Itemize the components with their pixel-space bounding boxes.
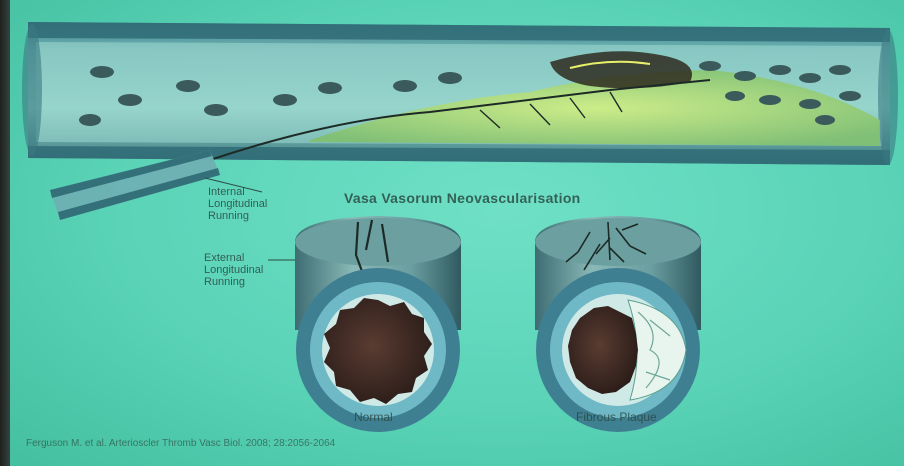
slide-panel: Vasa Vasorum Neovascularisation Internal… bbox=[10, 0, 904, 466]
diagram-title: Vasa Vasorum Neovascularisation bbox=[344, 190, 581, 206]
external-label-line-3: Running bbox=[204, 276, 263, 288]
normal-caption: Normal bbox=[354, 410, 393, 424]
internal-label-line-3: Running bbox=[208, 210, 267, 222]
internal-label-line-2: Longitudinal bbox=[208, 198, 267, 210]
normal-cross-section bbox=[295, 216, 461, 432]
diagram-illustration bbox=[10, 0, 904, 466]
external-label-line-2: Longitudinal bbox=[204, 264, 263, 276]
internal-label-line-1: Internal bbox=[208, 186, 267, 198]
fibrous-plaque-cross-section bbox=[535, 216, 701, 432]
citation-text: Ferguson M. et al. Arterioscler Thromb V… bbox=[26, 438, 335, 449]
fibrous-plaque-caption: Fibrous Plaque bbox=[576, 410, 657, 424]
internal-label: Internal Longitudinal Running bbox=[208, 186, 267, 222]
external-label-line-1: External bbox=[204, 252, 263, 264]
external-label: External Longitudinal Running bbox=[204, 252, 263, 288]
